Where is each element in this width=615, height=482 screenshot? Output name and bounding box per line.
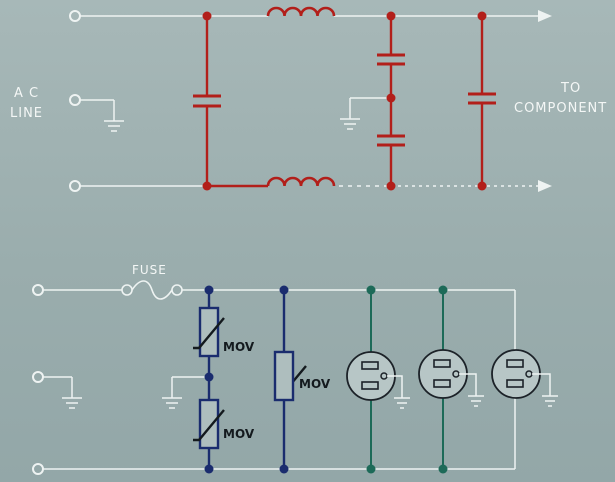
input-label-line: LINE [10,106,44,121]
mov-series-pair [198,290,220,469]
junction-dot [477,11,487,21]
ac-hot-terminal [69,10,81,22]
outlet-1 [346,290,410,469]
junction-dot [202,181,212,191]
junction-dot [366,285,376,295]
outlet-3 [491,349,558,407]
input-ground-2 [43,376,82,409]
ac-neutral-terminal [69,180,81,192]
fuse [121,280,183,300]
choke-inductor-top [266,6,336,17]
choke-inductor-bottom [266,176,336,187]
output-label-component: COMPONENT [514,101,608,116]
surge-suppressor-circuit [32,280,558,475]
filter-red-wiring [193,16,496,188]
fuse-label: FUSE [132,263,167,277]
junction-dot [366,464,376,474]
junction-dot [438,464,448,474]
junction-dot [202,11,212,21]
junction-dot [204,285,214,295]
ac-ground-terminal [69,94,81,106]
filter-junctions [202,11,487,191]
mov-label-upper: MOV [223,340,255,354]
mov-ground [162,376,209,409]
hot-terminal [32,284,44,296]
output-arrow-bottom [538,180,552,192]
ground-terminal [32,371,44,383]
input-ground [80,99,124,132]
junction-dot [279,464,289,474]
junction-dot [386,11,396,21]
junction-dot [204,372,214,382]
mov-label-line: MOV [299,377,331,391]
output-label-to: TO [561,81,582,96]
output-arrow-top [538,10,552,22]
suppressor-junctions [204,285,448,474]
outlet-2 [418,290,484,469]
input-label-ac: A C [14,86,40,101]
junction-dot [386,181,396,191]
neutral-terminal [32,463,44,475]
mov-across-line [273,290,295,469]
junction-dot [279,285,289,295]
emi-filter-circuit [69,6,552,192]
mov-label-lower: MOV [223,427,255,441]
ycap-ground [340,97,391,130]
junction-dot [386,93,396,103]
junction-dot [438,285,448,295]
junction-dot [477,181,487,191]
junction-dot [204,464,214,474]
